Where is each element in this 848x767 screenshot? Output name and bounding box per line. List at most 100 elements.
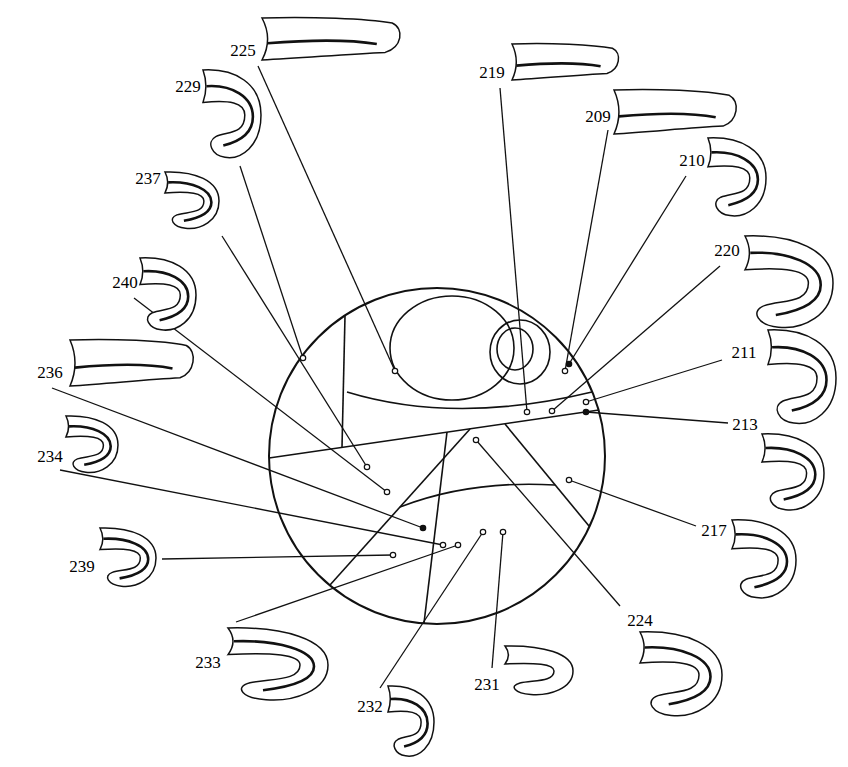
organ-profile	[100, 528, 156, 587]
site-dot	[566, 477, 571, 482]
organ-outline	[745, 236, 833, 328]
callout-number: 234	[37, 448, 63, 465]
duct-line	[168, 182, 211, 220]
duct-line	[103, 539, 148, 579]
duct-line	[391, 699, 428, 747]
organ-outline	[165, 172, 219, 229]
duct-line	[207, 86, 253, 146]
leader-line	[162, 555, 393, 559]
organ-outline	[614, 89, 736, 134]
icon-layer	[66, 17, 836, 756]
organ-profile	[745, 236, 833, 328]
callout-number: 229	[175, 78, 201, 95]
duct-line	[516, 63, 600, 66]
callout-number: 232	[357, 698, 383, 715]
organ-profile	[165, 172, 219, 229]
site-layer	[300, 355, 588, 557]
organ-outline	[203, 70, 261, 158]
site-dot	[562, 368, 567, 373]
callout-number: 239	[69, 558, 95, 575]
callout-number: 209	[585, 108, 611, 125]
organ-profile	[640, 632, 722, 716]
site-dot	[583, 399, 588, 404]
duct-line	[75, 365, 173, 369]
region-boundary	[424, 432, 447, 623]
site-dot	[300, 355, 305, 360]
duct-line	[143, 271, 188, 320]
leader-line	[586, 360, 722, 402]
duct-line	[772, 347, 826, 410]
site-dot	[384, 489, 389, 494]
callout-number: 220	[714, 242, 740, 259]
callout-number: 219	[479, 64, 505, 81]
organ-outline	[262, 17, 400, 60]
duct-line	[619, 114, 716, 118]
organ-outline	[66, 416, 118, 473]
leader-line	[380, 532, 483, 688]
site-dot	[500, 529, 505, 534]
organ-profile	[70, 339, 193, 386]
callout-number: 224	[627, 612, 653, 629]
organ-profile	[732, 520, 796, 598]
site-dot	[390, 552, 395, 557]
organ-profile	[203, 70, 261, 158]
organ-profile	[262, 17, 400, 60]
callout-number: 211	[732, 344, 757, 361]
site-dot	[420, 525, 425, 530]
organ-outline	[768, 330, 836, 424]
leader-line	[476, 440, 620, 606]
organ-outline	[732, 520, 796, 598]
duct-line	[712, 152, 758, 205]
callout-number: 237	[135, 170, 161, 187]
organ-outline	[505, 646, 573, 695]
leader-line	[569, 176, 686, 364]
callout-number: 231	[474, 676, 500, 693]
section-outline	[269, 288, 605, 624]
site-dot	[364, 464, 369, 469]
leader-line	[552, 266, 720, 411]
site-dot	[392, 368, 397, 373]
organ-profile	[140, 258, 196, 330]
organ-outline	[100, 528, 156, 587]
leader-layer	[52, 66, 728, 688]
organ-outline	[228, 628, 328, 700]
region-boundary	[347, 392, 592, 409]
site-dot	[549, 408, 554, 413]
leader-line	[240, 166, 303, 358]
callout-number: 236	[37, 364, 63, 381]
site-dot	[480, 529, 485, 534]
leader-line	[586, 412, 728, 423]
duct-line	[234, 641, 314, 690]
duct-line	[645, 647, 711, 704]
site-dot	[566, 361, 571, 366]
site-dot	[524, 409, 529, 414]
callout-number: 217	[701, 522, 727, 539]
duct-line	[750, 253, 820, 315]
region-boundary	[269, 410, 599, 458]
site-dot	[440, 542, 445, 547]
organ-profile	[228, 628, 328, 700]
leader-line	[222, 236, 367, 467]
small-lumen-inner	[497, 328, 533, 370]
organ-outline	[762, 434, 824, 510]
organ-outline	[640, 632, 722, 716]
large-lumen	[390, 296, 514, 400]
organ-outline	[708, 138, 766, 216]
organ-profile	[768, 330, 836, 424]
leader-line	[236, 545, 458, 622]
organ-profile	[505, 646, 573, 695]
callout-number: 233	[195, 654, 221, 671]
organ-profile	[66, 416, 118, 473]
site-dot	[455, 542, 460, 547]
organ-profile	[762, 434, 824, 510]
cross-section	[269, 288, 605, 624]
callout-number: 225	[230, 42, 256, 59]
site-dot	[473, 437, 478, 442]
leader-line	[569, 480, 696, 526]
organ-profile	[614, 89, 736, 134]
callout-number: 210	[679, 152, 705, 169]
organ-outline	[140, 258, 196, 330]
